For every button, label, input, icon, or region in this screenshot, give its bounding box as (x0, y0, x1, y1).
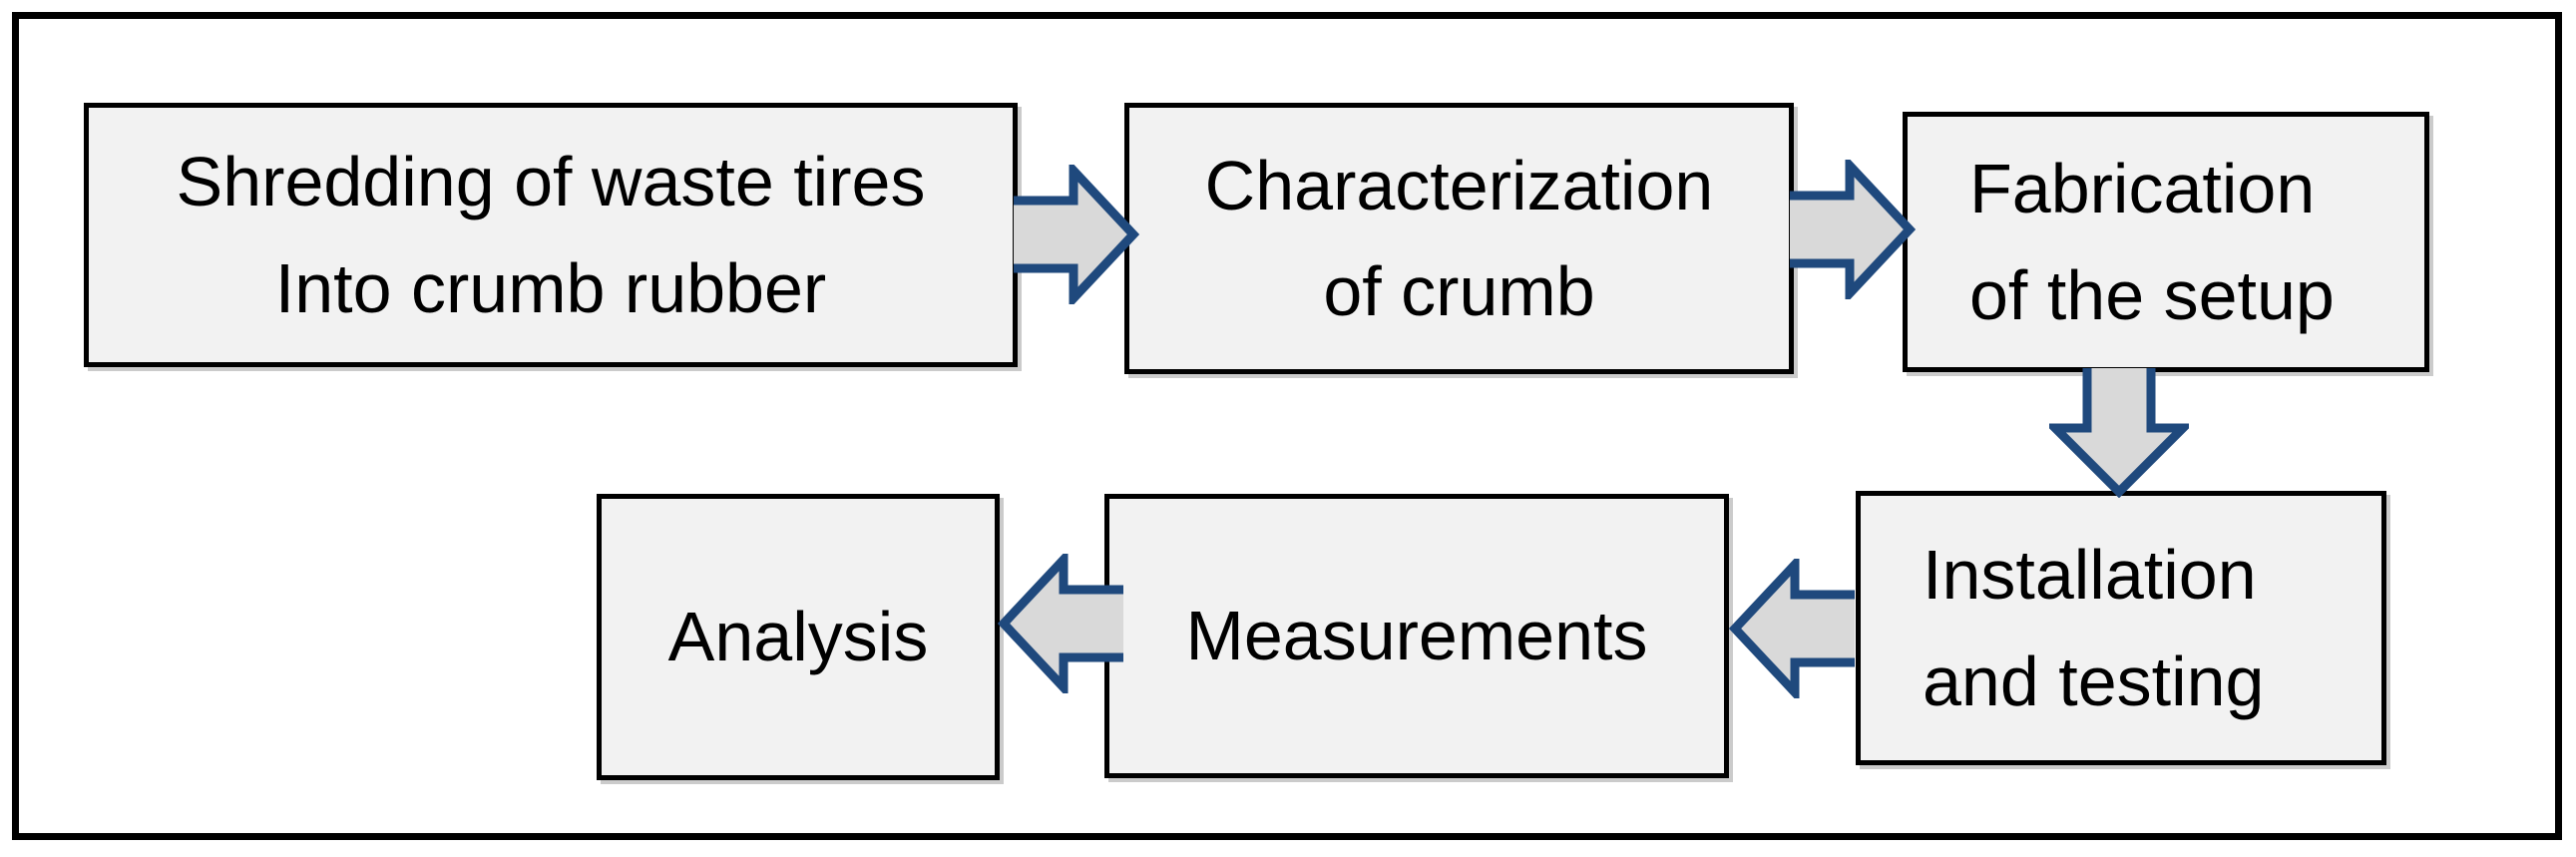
flow-node-analysis: Analysis (597, 494, 1000, 780)
flow-node-measurements: Measurements (1104, 494, 1729, 778)
arrow-left-icon-measurements-to-analysis (998, 554, 1123, 693)
node-label-line: Analysis (667, 598, 929, 676)
node-label-line: and testing (1923, 642, 2265, 720)
flow-node-installation: Installation and testing (1856, 491, 2386, 765)
diagram-frame (12, 12, 2562, 840)
node-label-line: Characterization (1204, 146, 1714, 224)
node-label-line: Shredding of waste tires (176, 143, 926, 221)
arrow-right-icon-characterization-to-fabrication (1790, 160, 1916, 299)
node-label-line: Fabrication (1969, 150, 2316, 228)
node-label-line: of crumb (1323, 252, 1595, 330)
node-label-line: Measurements (1185, 597, 1648, 675)
arrow-right-icon-shredding-to-characterization (1014, 165, 1139, 304)
arrow-left-icon-installation-to-measurements (1729, 559, 1855, 698)
arrow-down-icon-fabrication-to-installation (2049, 368, 2189, 498)
flow-node-shredding: Shredding of waste tires Into crumb rubb… (84, 103, 1018, 367)
node-label-line: Installation (1923, 536, 2257, 615)
flow-node-characterization: Characterization of crumb (1124, 103, 1794, 374)
node-label-line: Into crumb rubber (274, 248, 827, 327)
flow-node-fabrication: Fabrication of the setup (1903, 112, 2429, 372)
node-label-line: of the setup (1969, 255, 2335, 334)
